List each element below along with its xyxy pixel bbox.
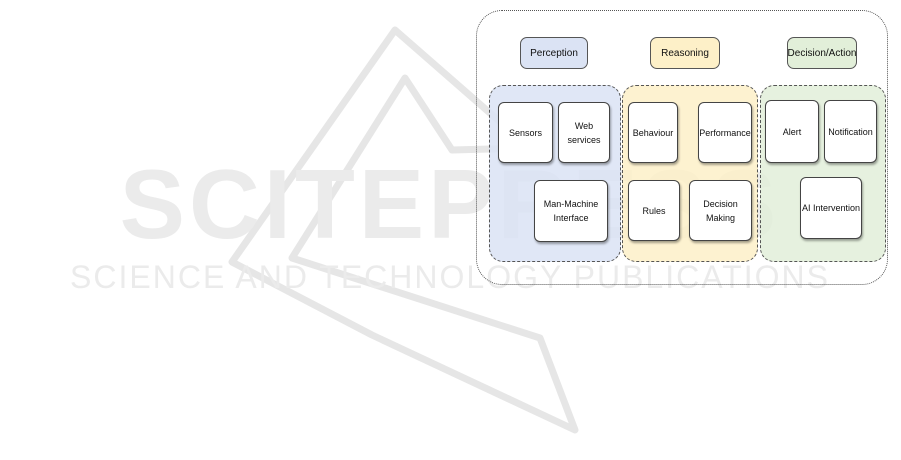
ai-intervention-box: AI Intervention: [800, 177, 862, 239]
rules-box: Rules: [628, 180, 680, 241]
rules-label: Rules: [642, 204, 665, 218]
perception-header: Perception: [520, 37, 588, 69]
decision-header-label: Decision/Action: [788, 48, 857, 59]
alert-box: Alert: [765, 100, 819, 163]
decision-making-box: Decision Making: [689, 180, 752, 241]
reasoning-group: Behaviour Performance Rules Decision Mak…: [622, 85, 758, 262]
man-machine-interface-box: Man-Machine Interface: [534, 180, 608, 242]
decision-header: Decision/Action: [787, 37, 857, 69]
man-machine-interface-label: Man-Machine Interface: [544, 197, 599, 225]
notification-label: Notification: [828, 125, 873, 139]
decision-making-label: Decision Making: [690, 197, 751, 225]
mmi-label-line1: Man-Machine: [544, 199, 599, 209]
mmi-label-line2: Interface: [553, 213, 588, 223]
sensors-label: Sensors: [509, 126, 542, 140]
alert-label: Alert: [783, 125, 802, 139]
behaviour-box: Behaviour: [628, 102, 678, 163]
ai-intervention-label: AI Intervention: [802, 201, 860, 215]
reasoning-header: Reasoning: [650, 37, 720, 69]
performance-label: Performance: [699, 126, 751, 140]
performance-box: Performance: [698, 102, 752, 163]
reasoning-header-label: Reasoning: [661, 48, 709, 59]
notification-box: Notification: [824, 100, 877, 163]
decision-group: Alert Notification AI Intervention: [760, 85, 886, 262]
sensors-box: Sensors: [498, 102, 553, 163]
architecture-frame: Perception Reasoning Decision/Action Sen…: [476, 10, 888, 285]
web-services-box: Web services: [558, 102, 610, 163]
web-services-label: Web services: [559, 119, 609, 147]
perception-header-label: Perception: [530, 48, 578, 59]
perception-group: Sensors Web services Man-Machine Interfa…: [489, 85, 621, 262]
behaviour-label: Behaviour: [633, 126, 674, 140]
